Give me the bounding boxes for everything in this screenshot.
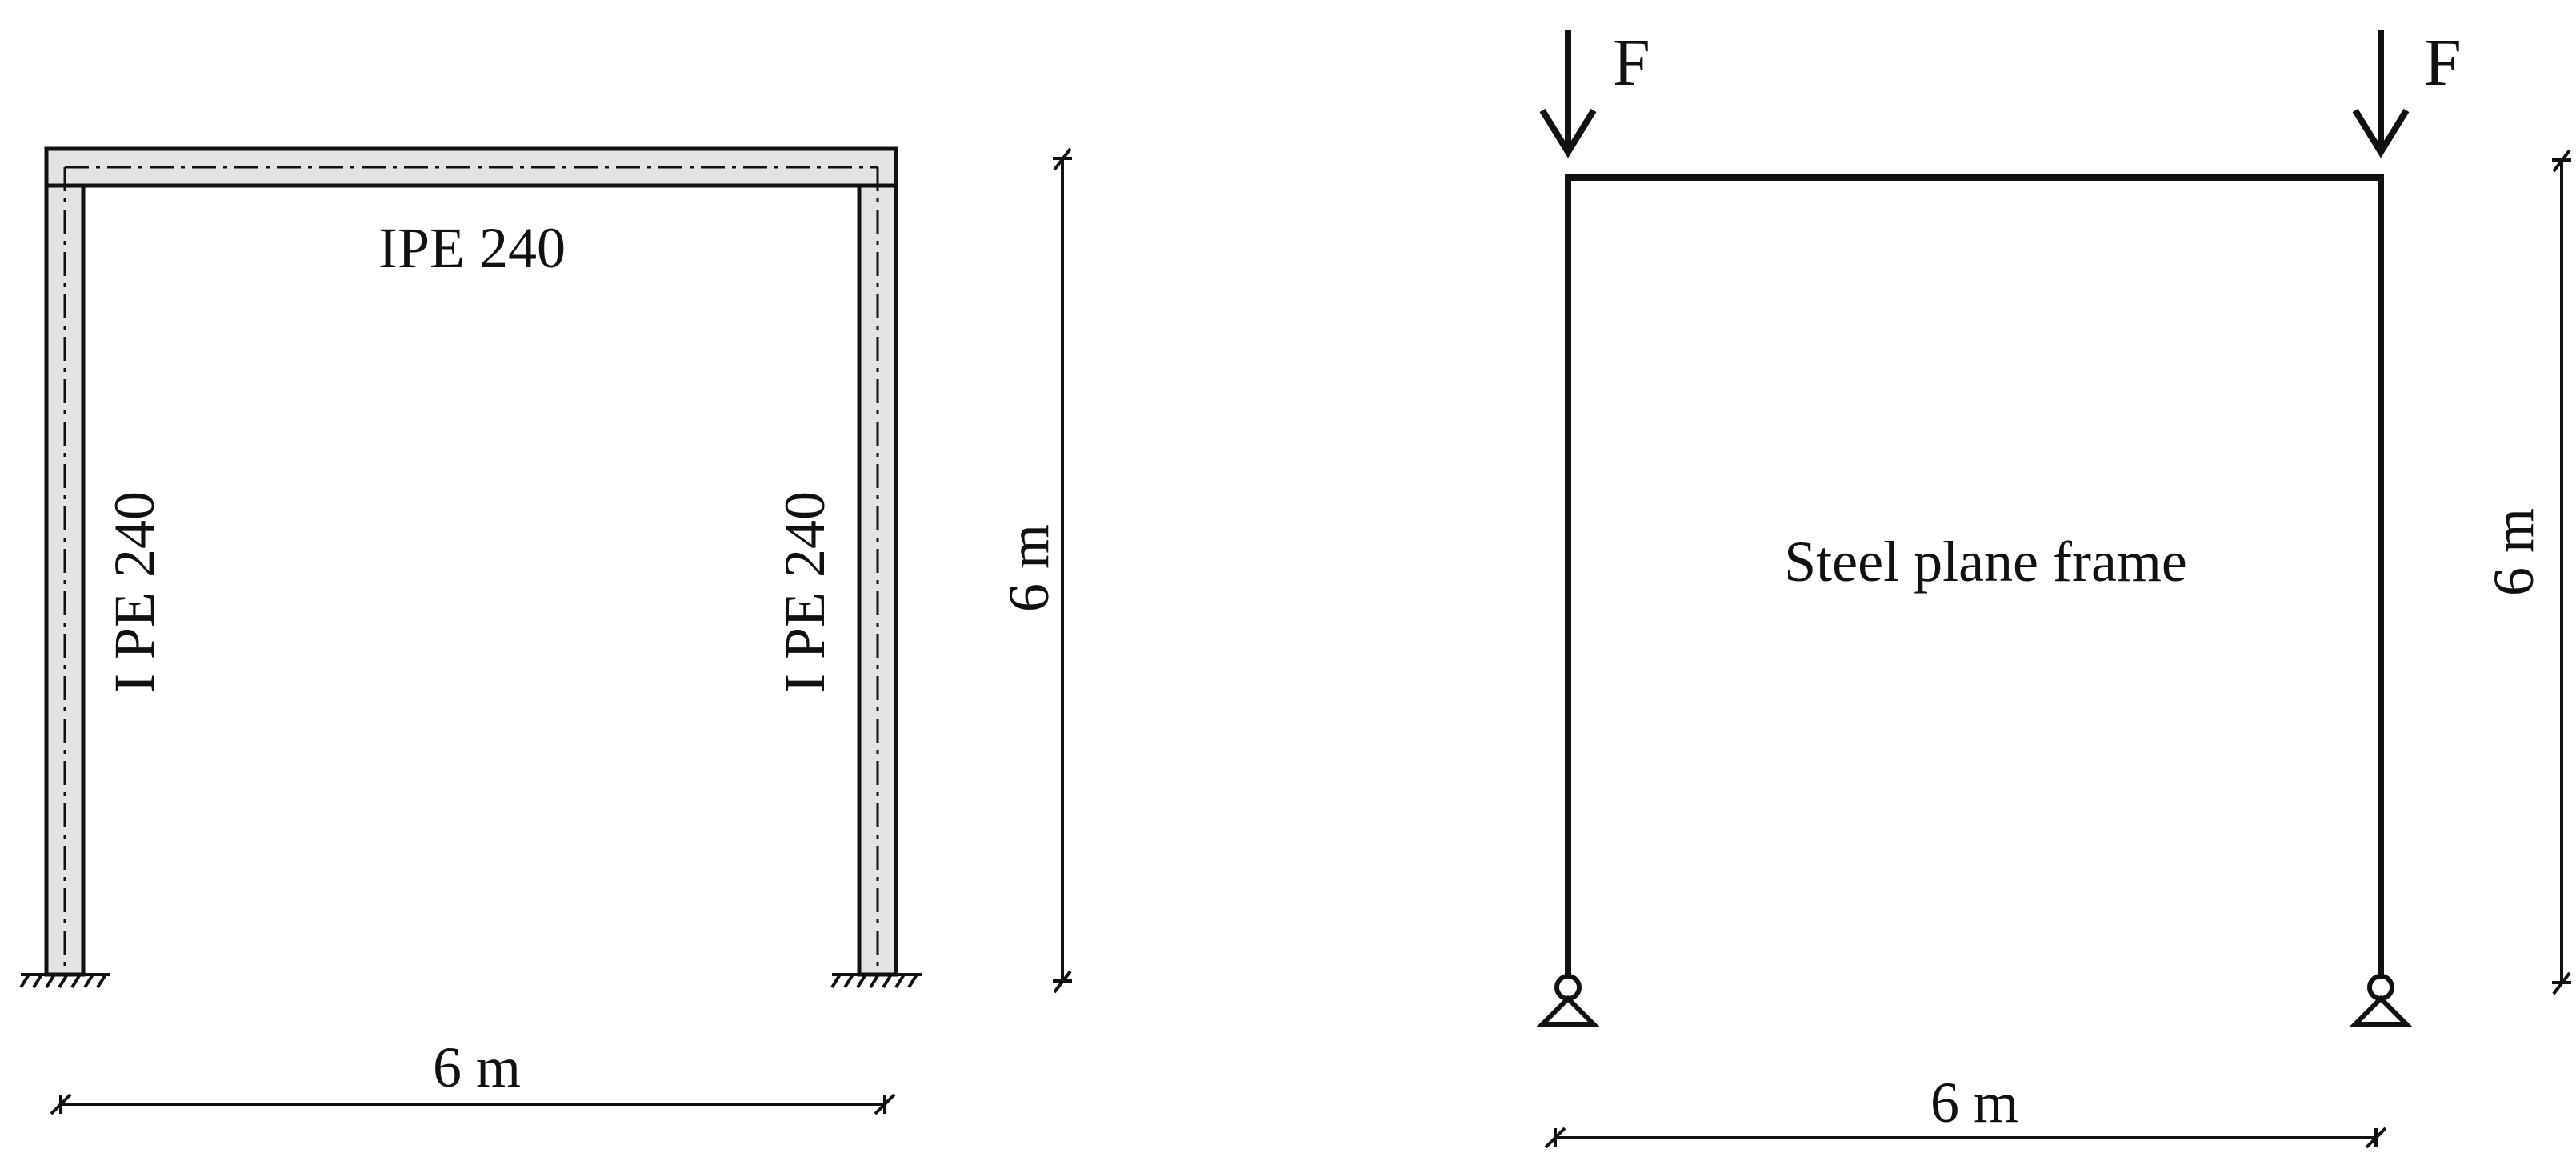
right-span-dimension-label: 6 m <box>1930 1071 2018 1135</box>
left-fixed-support <box>19 973 110 989</box>
left-beam-member <box>44 146 898 188</box>
left-column-section-label: I PE 240 <box>102 491 166 693</box>
right-frame: F F Steel plane frame 6 m <box>1536 26 2571 1149</box>
left-height-dimension <box>1053 147 1072 994</box>
left-span-dimension <box>50 1093 896 1115</box>
frame-model-lines <box>1565 174 2384 975</box>
right-pin-support <box>2349 974 2413 1027</box>
beam-section-label: IPE 240 <box>378 216 566 280</box>
left-load-arrow <box>1539 30 1597 158</box>
right-column-section-label: I PE 240 <box>773 491 837 693</box>
left-height-dimension-label: 6 m <box>997 524 1061 612</box>
left-load-label: F <box>1613 26 1650 100</box>
left-pin-support <box>1536 974 1600 1027</box>
right-span-dimension <box>1544 1127 2387 1149</box>
right-load-label: F <box>2424 26 2462 100</box>
right-load-arrow <box>2352 30 2410 158</box>
right-height-dimension <box>2552 149 2571 995</box>
right-fixed-support <box>830 973 922 989</box>
right-height-dimension-label: 6 m <box>2482 508 2546 596</box>
frame-caption: Steel plane frame <box>1784 530 2187 594</box>
left-frame: IPE 240 I PE 240 I PE 240 6 m 6 m <box>19 146 1072 1115</box>
left-span-dimension-label: 6 m <box>433 1035 521 1099</box>
